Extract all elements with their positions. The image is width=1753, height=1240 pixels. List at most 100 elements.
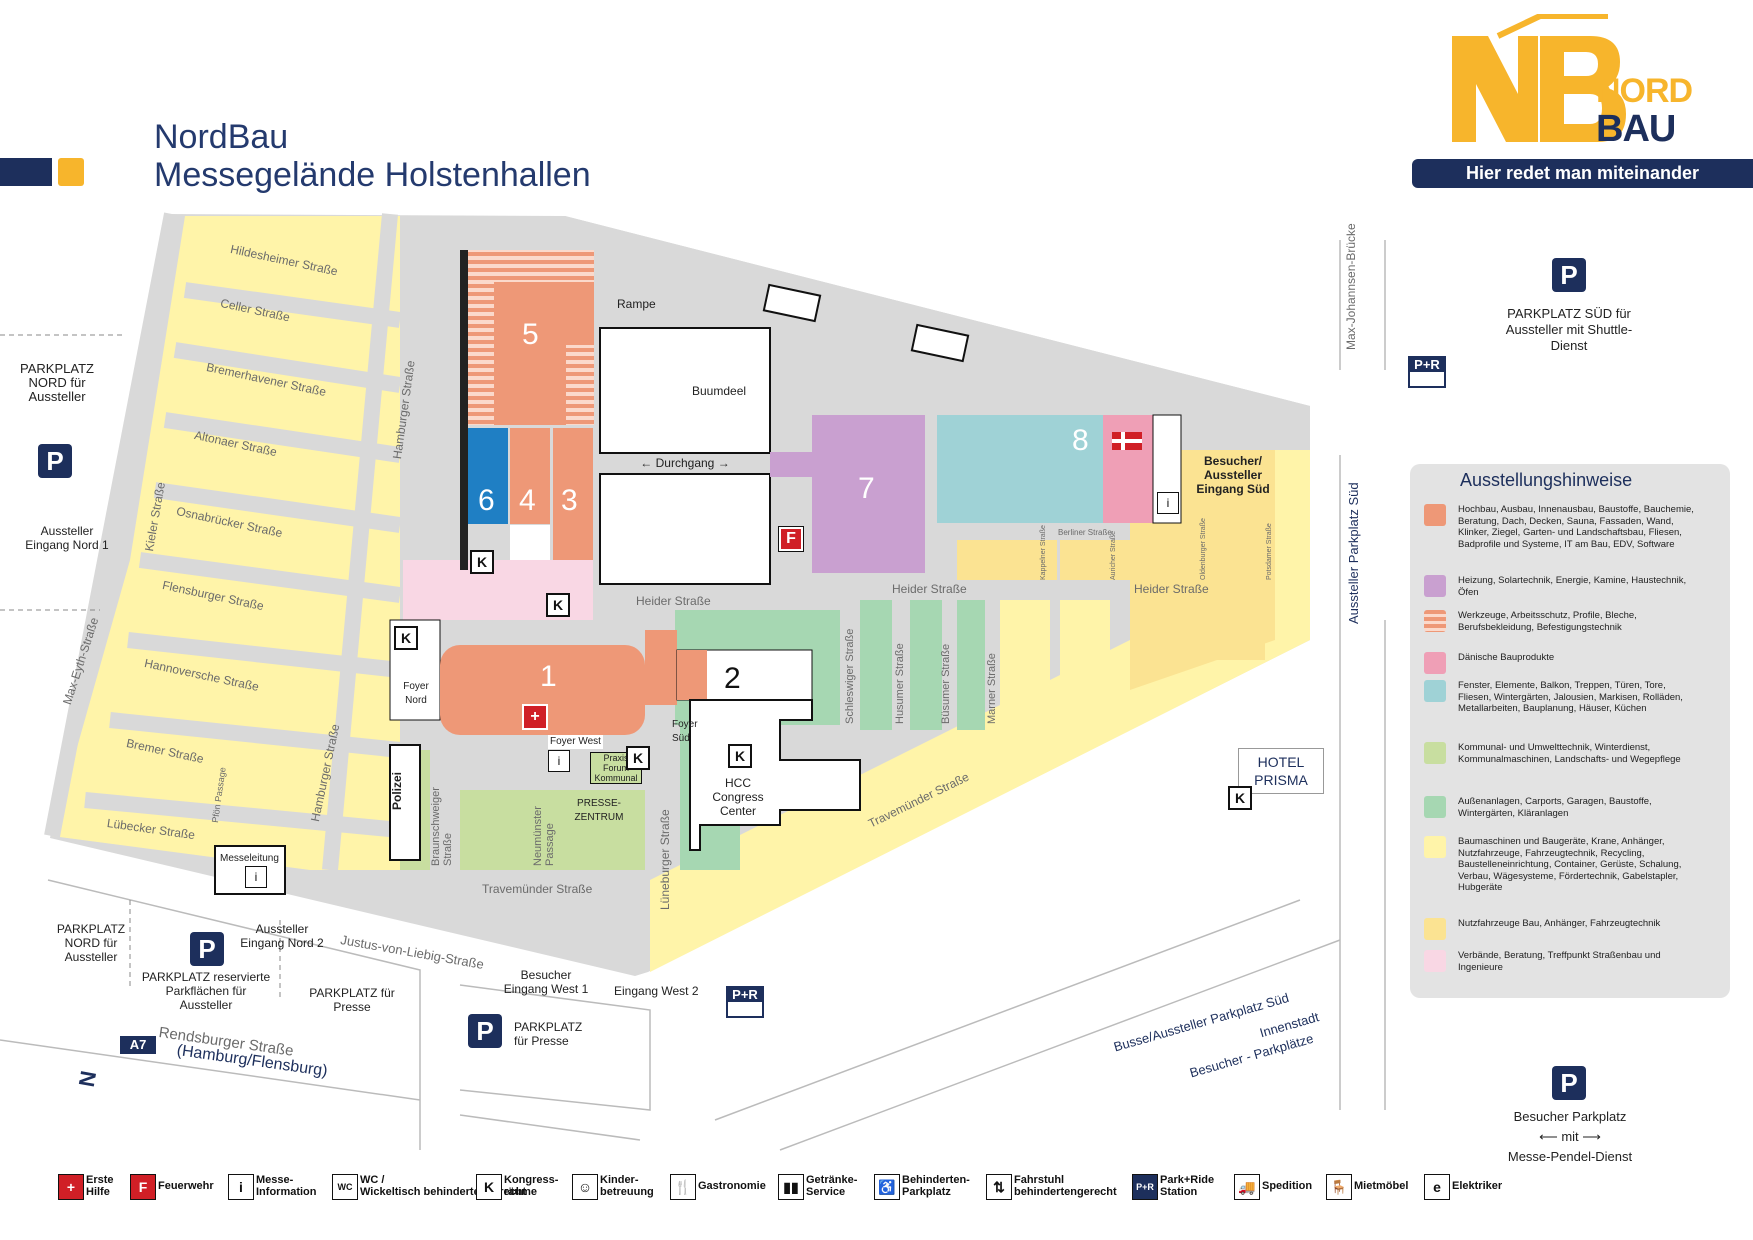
conference-icon: K [728, 744, 752, 768]
bottom-legend-label: Elektriker [1452, 1180, 1503, 1192]
truck-icon: 🚚 [1234, 1174, 1260, 1200]
street-lueneburger: Lüneburger Straße [658, 809, 672, 910]
legend-swatch [1424, 610, 1446, 632]
street-travemuender-1: Travemünder Straße [482, 882, 593, 896]
conference-icon: K [626, 746, 650, 770]
bottom-legend-label: Kongress-räume [504, 1174, 559, 1198]
page-title: NordBau Messegelände Holstenhallen [154, 118, 591, 194]
legend-text: Kommunal- und Umwelttechnik, Winterdiens… [1458, 742, 1681, 765]
info-icon: i [228, 1174, 254, 1200]
messeleitung-label: Messeleitung [220, 853, 279, 864]
parking-nord-top-icon: P [38, 444, 72, 478]
bottom-legend-label: Messe-Information [256, 1174, 317, 1198]
parkplatz-presse-left: PARKPLATZ für Presse [309, 986, 395, 1014]
aussteller-eingang-nord-2: Aussteller Eingang Nord 2 [240, 922, 324, 950]
wc-icon: WC [332, 1174, 358, 1200]
hcc-label: HCC Congress Center [712, 776, 764, 818]
fire-icon: F [778, 526, 804, 552]
besucher-eingang-sued: Besucher/ Aussteller Eingang Süd [1196, 454, 1270, 496]
legend-swatch [1424, 796, 1446, 818]
legend-swatch [1424, 950, 1446, 972]
parkplatz-presse: PARKPLATZ für Presse [514, 1020, 583, 1048]
besucher-parkplatz: Besucher Parkplatz [1513, 1109, 1627, 1124]
park-ride-west: P+R [726, 986, 764, 1018]
street-max-johannsen: Max-Johannsen-Brücke [1344, 223, 1358, 350]
messe-pendel-dienst: Messe-Pendel-Dienst [1507, 1149, 1633, 1164]
street-oldenburger: Oldenburger Straße [1200, 518, 1207, 580]
street-heider-1: Heider Straße [636, 594, 711, 608]
drinks-icon: ▮▮ [778, 1174, 804, 1200]
durchgang-label: ← Durchgang → [640, 456, 730, 470]
logo-nord-text: NORD [1596, 72, 1693, 110]
elevator-icon: ⇅ [986, 1174, 1012, 1200]
street-marner: Marner Straße [986, 653, 998, 724]
header-bar-yellow [58, 158, 84, 186]
info-icon: i [245, 866, 267, 888]
legend-text: Nutzfahrzeuge Bau, Anhänger, Fahrzeugtec… [1458, 918, 1661, 929]
parkplatz-reserviert: PARKPLATZ reservierte Parkflächen für Au… [141, 970, 271, 1012]
a7-sign: A7 [120, 1036, 156, 1054]
bottom-legend-label: Behinderten-Parkplatz [902, 1174, 970, 1198]
hall-4-label: 4 [519, 484, 536, 517]
legend-text: Baumaschinen und Baugeräte, Krane, Anhän… [1458, 836, 1682, 893]
disabled-parking-icon: ♿ [874, 1174, 900, 1200]
hall-7-label: 7 [858, 472, 875, 505]
parkplatz-nord-bottom: PARKPLATZ NORD für Aussteller [56, 922, 126, 964]
parking-sued-icon: P [1552, 258, 1586, 292]
legend-text: Werkzeuge, Arbeitsschutz, Profile, Blech… [1458, 610, 1637, 633]
hotel-prisma: HOTEL PRISMA [1238, 748, 1324, 794]
bottom-legend-label: Spedition [1262, 1180, 1313, 1192]
food-icon: 🍴 [670, 1174, 696, 1200]
fire-icon: F [130, 1174, 156, 1200]
polizei-label: Polizei [390, 771, 404, 810]
legend-text: Fenster, Elemente, Balkon, Treppen, Türe… [1458, 680, 1683, 714]
eingang-west-2: Eingang West 2 [614, 984, 699, 998]
street-neumuenster: Neumünster Passage [532, 806, 556, 866]
foyer-sued-label: Foyer Süd [672, 719, 698, 744]
legend-title: Ausstellungshinweise [1460, 470, 1633, 490]
buumdeel-label: Buumdeel [692, 384, 747, 398]
legend-panel [1410, 464, 1730, 998]
parkplatz-nord-top: PARKPLATZ NORD für Aussteller [20, 361, 94, 404]
legend-swatch [1424, 575, 1446, 597]
hall-8-label: 8 [1072, 424, 1089, 457]
bottom-legend-label: Kinder-betreuung [600, 1174, 654, 1198]
legend-text: Außenanlagen, Carports, Garagen, Baustof… [1458, 796, 1652, 819]
street-potsdamer: Potsdamer Straße [1266, 523, 1273, 580]
first-aid-icon: + [522, 704, 548, 730]
hall-6-label: 6 [478, 484, 495, 517]
street-kappelner: Kappelner Straße [1040, 525, 1047, 580]
park-ride-north: P+R [1408, 356, 1446, 388]
logo-slogan: Hier redet man miteinander [1412, 159, 1753, 188]
street-schleswiger: Schleswiger Straße [844, 628, 856, 724]
rampe-label: Rampe [617, 297, 656, 311]
bottom-legend-label: Mietmöbel [1354, 1180, 1409, 1192]
presse-label: PRESSE-ZENTRUM [574, 798, 624, 823]
legend-text: Dänische Bauprodukte [1458, 652, 1555, 663]
parking-besucher-icon: P [1552, 1066, 1586, 1100]
legend-text: Hochbau, Ausbau, Innenausbau, Baustoffe,… [1458, 504, 1694, 550]
legend-swatch [1424, 652, 1446, 674]
bottom-legend-label: Feuerwehr [158, 1180, 214, 1192]
logo-bau-text: BAU [1596, 108, 1676, 150]
street-braunschweiger: Braunschweiger Straße [430, 787, 454, 866]
hall-2-label: 2 [724, 662, 741, 695]
bottom-legend-label: Gastronomie [698, 1180, 766, 1192]
parking-reserviert-icon: P [190, 932, 224, 966]
furniture-icon: 🪑 [1326, 1174, 1352, 1200]
info-icon: i [548, 750, 570, 772]
conference-icon: K [470, 550, 494, 574]
electric-icon: e [1424, 1174, 1450, 1200]
street-heider-3: Heider Straße [1134, 582, 1209, 596]
parking-presse-icon: P [468, 1014, 502, 1048]
info-icon: i [1157, 492, 1179, 514]
conference-icon: K [476, 1174, 502, 1200]
danish-flag-icon [1112, 432, 1142, 450]
hall-3-label: 3 [561, 484, 578, 517]
parkplatz-sued: PARKPLATZ SÜD für Aussteller mit Shuttle… [1505, 306, 1633, 353]
legend-swatch [1424, 742, 1446, 764]
nordbau-logo: NORD BAU [1448, 13, 1708, 154]
